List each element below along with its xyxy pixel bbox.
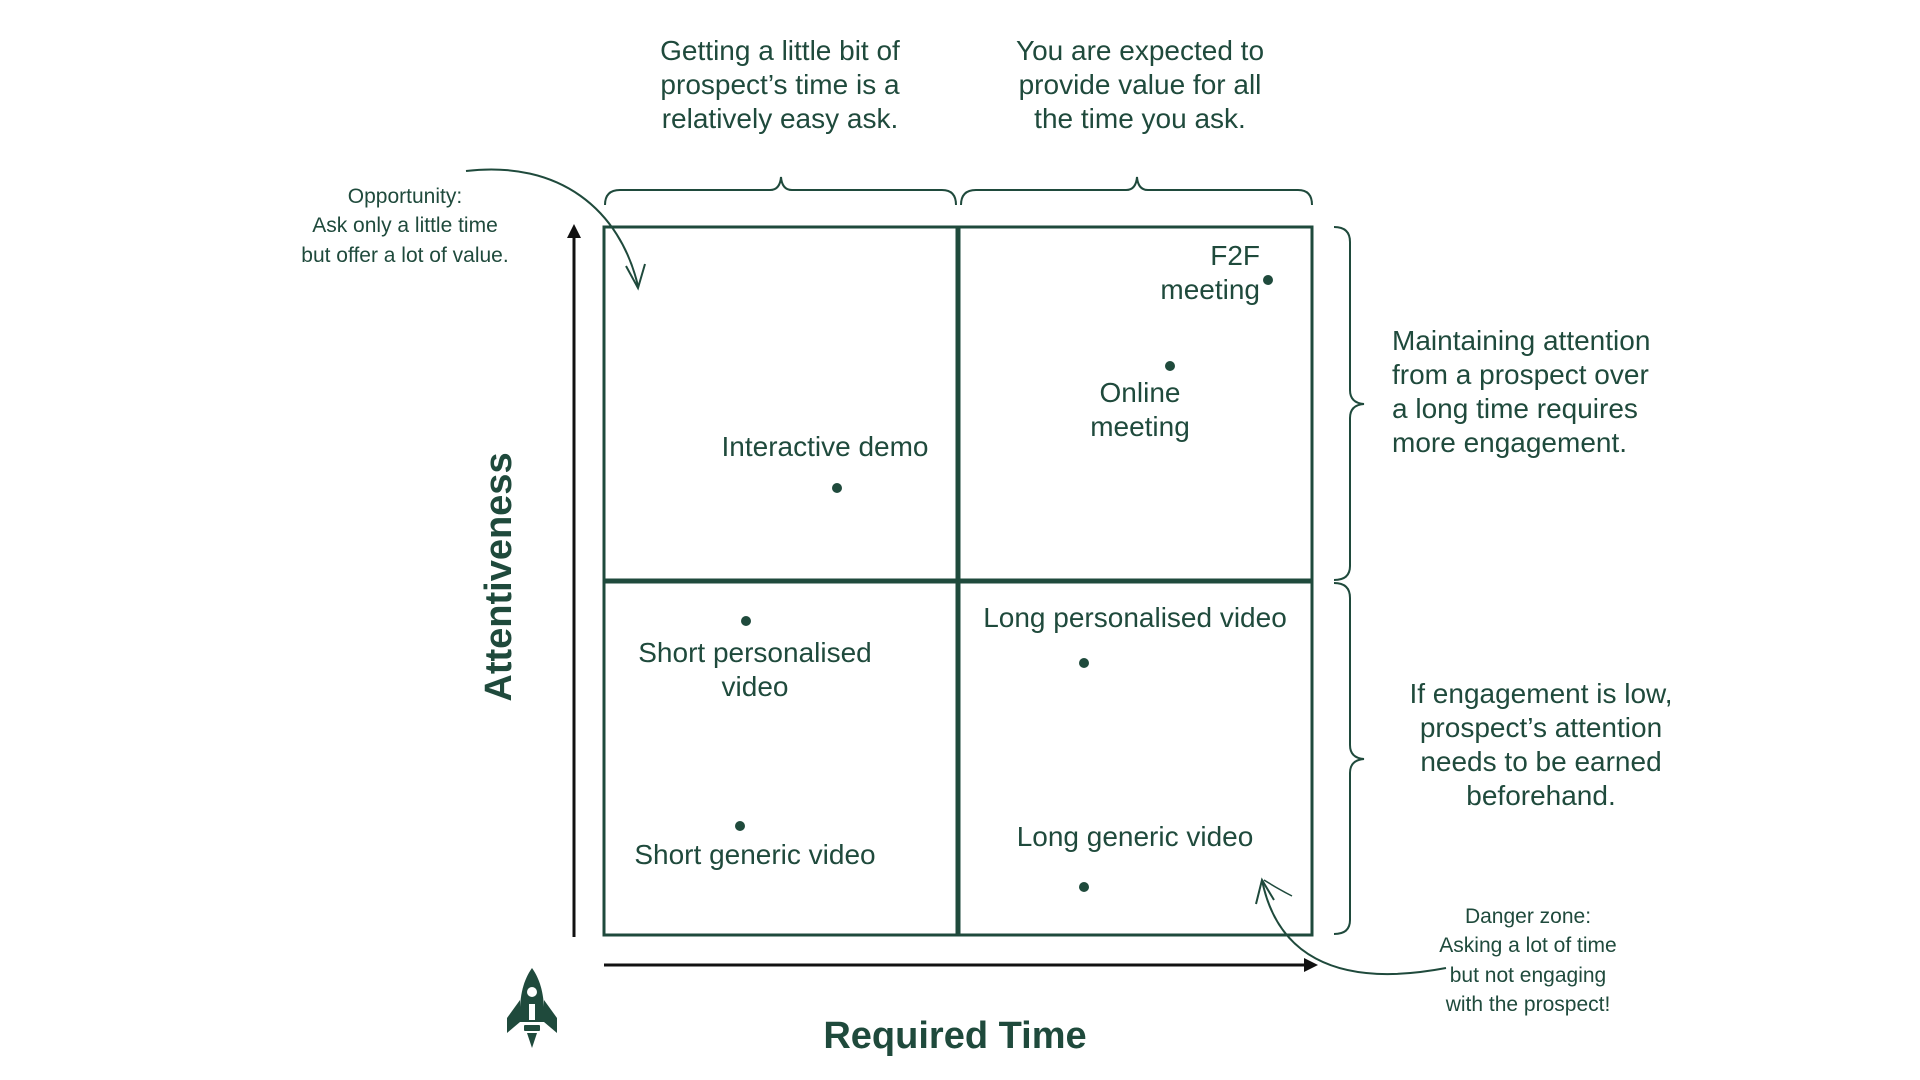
top-note-left: Getting a little bit of prospect’s time …	[660, 35, 900, 135]
danger-zone-callout: Danger zone: Asking a lot of time but no…	[1439, 905, 1617, 1017]
top-left-brace	[604, 176, 957, 206]
point-long-personalised-video	[1079, 658, 1089, 668]
side-note-lower: If engagement is low, prospect’s attenti…	[1409, 678, 1673, 812]
opportunity-arrow	[465, 168, 639, 287]
right-upper-brace	[1333, 226, 1365, 581]
rocket-icon	[507, 968, 557, 1048]
label-long-personalised-video: Long personalised video	[983, 602, 1287, 633]
danger-arrow	[1261, 879, 1447, 976]
danger-arrow-tail	[1263, 879, 1293, 897]
y-axis-arrowhead	[567, 224, 581, 238]
top-right-brace	[960, 176, 1313, 206]
point-f2f-meeting	[1263, 275, 1273, 285]
opportunity-callout: Opportunity: Ask only a little time but …	[301, 185, 509, 267]
point-interactive-demo	[832, 483, 842, 493]
x-axis-arrowhead	[1304, 958, 1318, 972]
point-short-personalised-video	[741, 616, 751, 626]
point-short-generic-video	[735, 821, 745, 831]
label-short-generic-video: Short generic video	[634, 839, 876, 870]
point-long-generic-video	[1079, 882, 1089, 892]
label-short-personalised-video: Short personalised video	[638, 637, 872, 703]
label-online-meeting: Online meeting	[1090, 377, 1190, 443]
y-axis-title: Attentiveness	[478, 452, 520, 702]
label-long-generic-video: Long generic video	[1016, 821, 1254, 852]
point-online-meeting	[1165, 361, 1175, 371]
opportunity-arrowhead	[625, 263, 646, 291]
label-interactive-demo: Interactive demo	[721, 431, 929, 462]
side-note-upper: Maintaining attention from a prospect ov…	[1392, 325, 1651, 459]
top-note-right: You are expected to provide value for al…	[1015, 35, 1265, 135]
danger-arrowhead	[1255, 877, 1275, 905]
right-lower-brace	[1333, 582, 1365, 935]
label-f2f-meeting: F2F meeting	[1160, 240, 1260, 306]
x-axis-title: Required Time	[823, 1015, 1087, 1057]
